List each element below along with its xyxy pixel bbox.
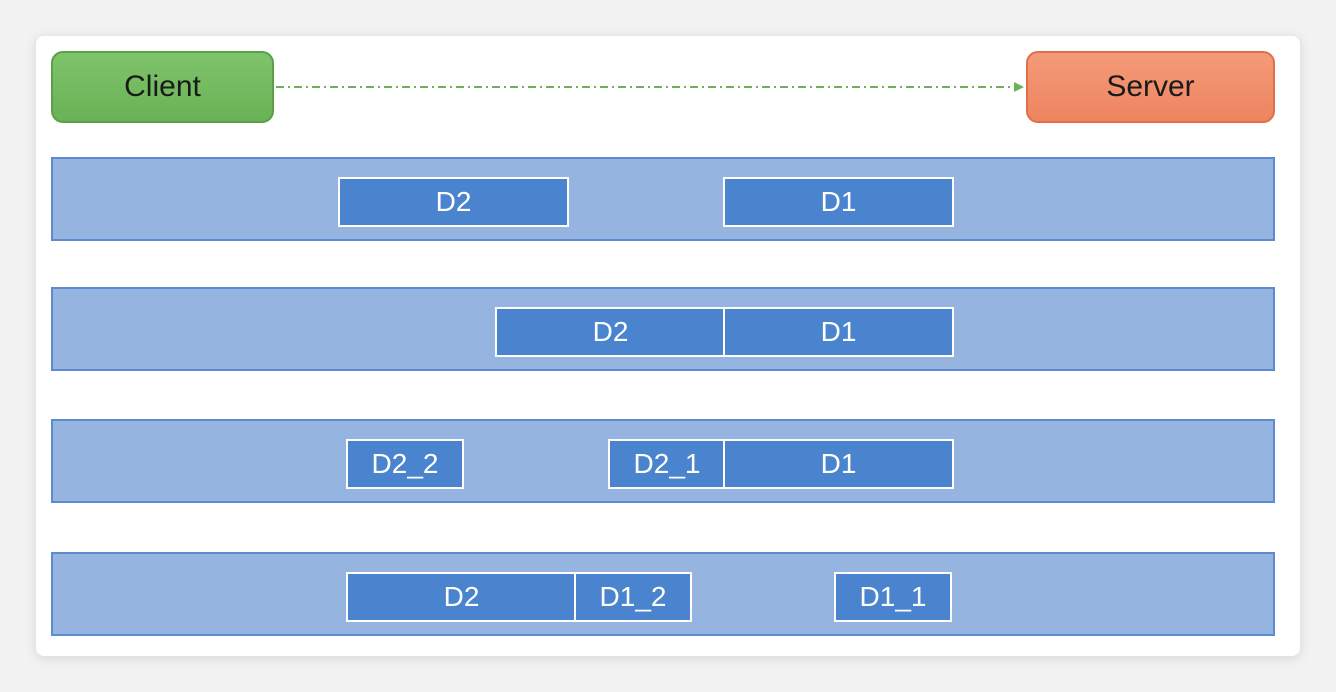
server-label: Server: [1106, 70, 1195, 103]
client-box: Client: [51, 51, 274, 123]
segment-d1: D1: [723, 307, 954, 357]
segment-d2-1: D2_1: [608, 439, 726, 489]
segment-d1-1: D1_1: [834, 572, 952, 622]
segment-d2-2: D2_2: [346, 439, 464, 489]
segment-d1: D1: [723, 439, 954, 489]
segment-d1: D1: [723, 177, 954, 227]
transport-lane-1: D2 D1: [51, 157, 1275, 241]
segment-d2: D2: [346, 572, 577, 622]
transport-lane-3: D2_2 D2_1 D1: [51, 419, 1275, 503]
client-label: Client: [124, 70, 201, 103]
segment-d2: D2: [338, 177, 569, 227]
transport-lane-4: D2 D1_2 D1_1: [51, 552, 1275, 636]
transport-lane-2: D2 D1: [51, 287, 1275, 371]
server-box: Server: [1026, 51, 1275, 123]
segment-d2: D2: [495, 307, 726, 357]
segment-d1-2: D1_2: [574, 572, 692, 622]
client-server-arrow: [276, 82, 1024, 92]
